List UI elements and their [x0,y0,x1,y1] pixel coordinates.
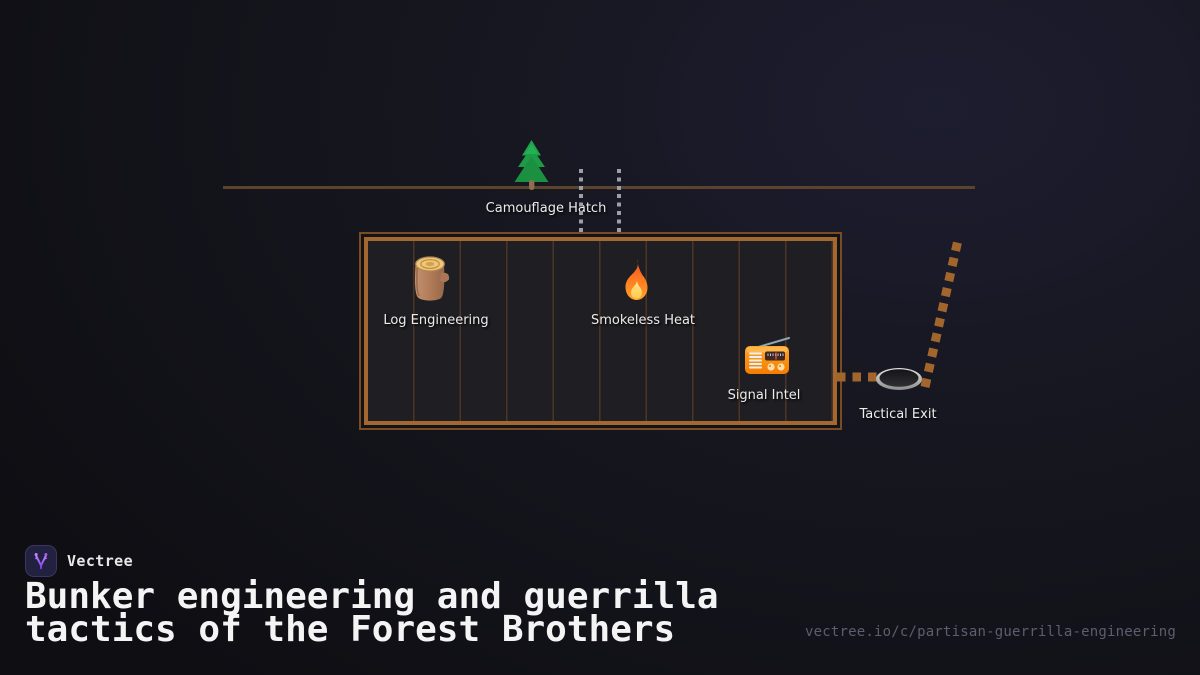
evergreen-tree-icon [512,138,551,190]
vectree-logo [25,545,57,577]
hole-icon [874,366,924,392]
fire-icon [617,258,655,302]
wood-log-icon [407,253,452,302]
tactical-exit-label: Tactical Exit [859,407,937,422]
footer-url: vectree.io/c/partisan-guerrilla-engineer… [804,624,1176,640]
page-title: Bunker engineering and guerrilla tactics… [25,576,785,650]
radio-icon [742,335,792,377]
vectree-branch-icon [34,552,48,570]
camouflage-hatch-label: Camouflage Hatch [485,201,607,216]
escape-tunnel-dashed-path [828,230,973,402]
brand-name: Vectree [67,552,134,570]
hatch-shaft-dotted-line-right [617,169,621,233]
signal-intel-label: Signal Intel [727,388,801,403]
log-engineering-label: Log Engineering [383,313,489,328]
page-title-line2: tactics of the Forest Brothers [25,609,676,650]
ground-surface-line [223,186,975,189]
hatch-shaft-dotted-line-left [579,169,583,233]
page-title-line1: Bunker engineering and guerrilla [25,576,719,617]
smokeless-heat-label: Smokeless Heat [590,313,696,328]
